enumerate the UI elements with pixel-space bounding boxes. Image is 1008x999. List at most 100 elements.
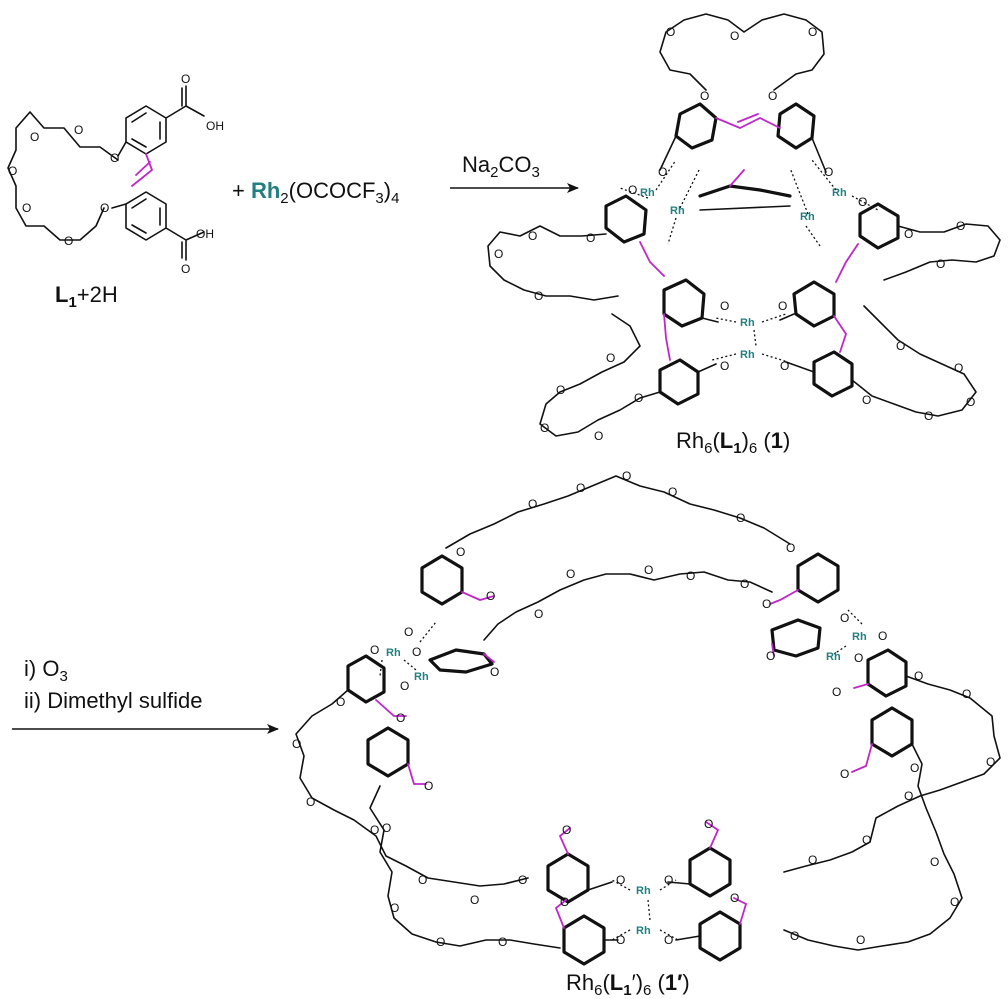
rh-atom: Rh xyxy=(800,211,815,223)
ether-oxygen: O xyxy=(292,737,301,751)
carboxylate-oxygen: O xyxy=(824,165,833,179)
product1-label: Rh6(L1)6 (1) xyxy=(676,428,790,457)
carboxylate-oxygen: O xyxy=(858,195,867,209)
rh-atom: Rh xyxy=(414,671,429,683)
aldehyde-oxygen: O xyxy=(762,597,771,611)
aldehyde-oxygen: O xyxy=(486,589,495,603)
ether-oxygen: O xyxy=(904,227,913,241)
ether-oxygen: O xyxy=(936,257,945,271)
aldehyde-oxygen: O xyxy=(424,779,433,793)
ether-oxygen: O xyxy=(498,935,507,949)
carboxylate-oxygen: O xyxy=(616,933,625,947)
rh-atom: Rh xyxy=(852,631,867,643)
rh-atom: Rh xyxy=(740,349,755,361)
ether-oxygen: O xyxy=(30,130,39,144)
aldehyde-oxygen: O xyxy=(840,767,849,781)
carboxylate-oxygen: O xyxy=(412,645,421,659)
rh-atom: Rh xyxy=(826,651,841,663)
cage-1-structure: O O O O O Rh Rh Rh Rh O O O O O O O O xyxy=(487,13,1001,443)
aryl-ether-oxygen: O xyxy=(110,151,119,165)
ether-oxygen: O xyxy=(986,755,995,769)
carboxylate-oxygen: O xyxy=(370,643,379,657)
carboxylate-oxygen: O xyxy=(780,359,789,373)
aryl-ether-oxygen: O xyxy=(786,541,795,555)
carboxylate-oxygen: O xyxy=(778,299,787,313)
carboxylate-oxygen: O xyxy=(658,165,667,179)
rh-atom: Rh xyxy=(670,205,685,217)
aldehyde-oxygen: O xyxy=(766,649,775,663)
ether-oxygen: O xyxy=(534,607,543,621)
ether-oxygen: O xyxy=(666,25,675,39)
cooh-bottom-label: OH xyxy=(196,227,214,241)
aldehyde-oxygen: O xyxy=(396,711,405,725)
ether-oxygen: O xyxy=(644,563,653,577)
ether-oxygen: O xyxy=(576,481,585,495)
ether-oxygen: O xyxy=(594,429,603,443)
aldehyde-oxygen: O xyxy=(490,665,499,679)
ether-oxygen: O xyxy=(470,893,479,907)
carboxylate-oxygen: O xyxy=(400,679,409,693)
ether-oxygen: O xyxy=(904,789,913,803)
ether-oxygen: O xyxy=(22,201,31,215)
ether-oxygen: O xyxy=(686,569,695,583)
ether-oxygen: O xyxy=(336,695,345,709)
aldehyde-oxygen: O xyxy=(704,817,713,831)
ether-oxygen: O xyxy=(954,361,963,375)
ether-oxygen: O xyxy=(962,687,971,701)
ether-oxygen: O xyxy=(966,395,975,409)
ether-oxygen: O xyxy=(586,231,595,245)
aldehyde-oxygen: O xyxy=(562,823,571,837)
ether-oxygen: O xyxy=(924,409,933,423)
carboxylate-oxygen: O xyxy=(664,873,673,887)
ether-oxygen: O xyxy=(518,873,527,887)
aldehyde-oxygen: O xyxy=(832,685,841,699)
ether-oxygen: O xyxy=(534,289,543,303)
product2-label: Rh6(L1′)6 (1′) xyxy=(566,970,690,999)
ether-oxygen: O xyxy=(540,421,549,435)
rh-atom: Rh xyxy=(636,925,651,937)
ether-oxygen: O xyxy=(730,29,739,43)
ether-oxygen: O xyxy=(856,933,865,947)
ether-oxygen: O xyxy=(528,497,537,511)
carboxylate-oxygen: O xyxy=(628,183,637,197)
rh-reagent-label: + Rh2(OCOCF3)4 xyxy=(232,178,399,207)
cooh-top-label: OH xyxy=(206,119,224,133)
carbonyl-oxygen: O xyxy=(181,262,190,276)
ether-oxygen: O xyxy=(862,393,871,407)
rh-atom: Rh xyxy=(832,187,847,199)
ether-oxygen: O xyxy=(370,823,379,837)
ether-oxygen: O xyxy=(566,567,575,581)
ether-oxygen: O xyxy=(808,25,817,39)
aldehyde-oxygen: O xyxy=(730,891,739,905)
ether-oxygen: O xyxy=(736,511,745,525)
ether-oxygen: O xyxy=(930,855,939,869)
ether-oxygen: O xyxy=(606,351,615,365)
ether-oxygen: O xyxy=(528,229,537,243)
carboxylate-oxygen: O xyxy=(720,359,729,373)
ether-oxygen: O xyxy=(456,545,465,559)
ether-oxygen: O xyxy=(74,123,83,137)
step2-line2: ii) Dimethyl sulfide xyxy=(24,688,203,713)
ether-oxygen: O xyxy=(382,821,391,835)
ether-oxygen: O xyxy=(668,485,677,499)
ether-oxygen: O xyxy=(622,469,631,483)
ether-oxygen: O xyxy=(306,795,315,809)
step2-line1: i) O3 xyxy=(24,656,68,685)
ether-oxygen: O xyxy=(8,164,17,178)
ether-oxygen: O xyxy=(740,577,749,591)
ether-oxygen: O xyxy=(790,929,799,943)
carboxylate-oxygen: O xyxy=(616,873,625,887)
ether-oxygen: O xyxy=(418,873,427,887)
aryl-ether-oxygen: O xyxy=(700,89,709,103)
carboxylate-oxygen: O xyxy=(404,625,413,639)
ligand-label: L1+2H xyxy=(55,282,118,311)
carboxylate-oxygen: O xyxy=(664,933,673,947)
cage-1prime-structure: O O O O O O O O O O O O O Rh Rh O O O O … xyxy=(292,469,1001,966)
rh-atom: Rh xyxy=(740,317,755,329)
ether-oxygen: O xyxy=(862,833,871,847)
ether-oxygen: O xyxy=(808,853,817,867)
ether-oxygen: O xyxy=(910,761,919,775)
ether-oxygen: O xyxy=(556,383,565,397)
ether-oxygen: O xyxy=(634,391,643,405)
